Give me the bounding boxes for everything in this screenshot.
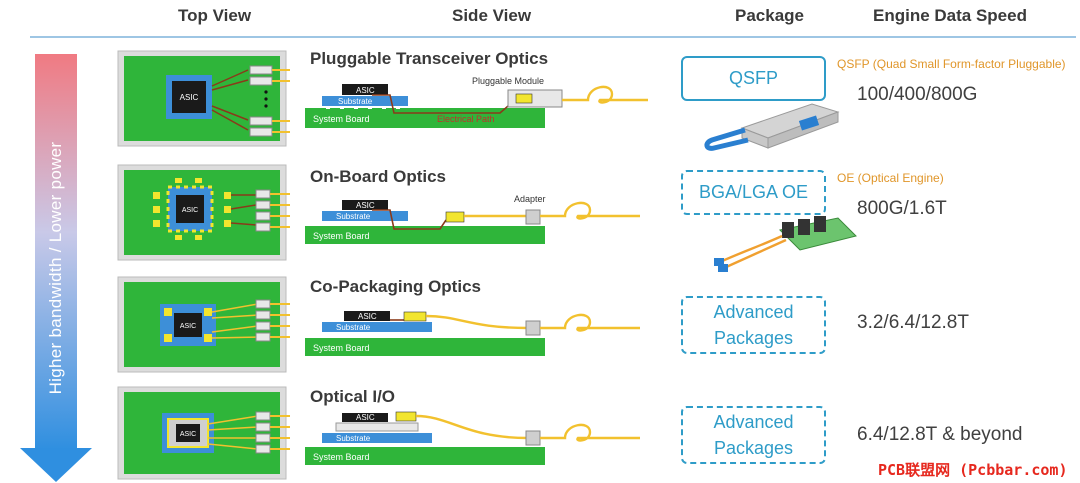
side-asic-label-3: ASIC bbox=[358, 312, 377, 321]
bandwidth-arrow-label: Higher bandwidth / Lower power bbox=[46, 141, 65, 395]
top-view-pluggable: ASIC bbox=[117, 50, 290, 147]
top-view-onboard: ASIC bbox=[117, 164, 290, 261]
header-top-view: Top View bbox=[178, 6, 252, 25]
header-side-view: Side View bbox=[452, 6, 532, 25]
package-label-advanced-1b: Packages bbox=[713, 328, 794, 348]
side-view-copackaged: System Board Substrate ASIC bbox=[305, 311, 640, 356]
speed-onboard: 800G/1.6T bbox=[857, 198, 947, 219]
side-electrical-path-label: Electrical Path bbox=[437, 114, 495, 124]
top-asic-label-4: ASIC bbox=[180, 431, 196, 438]
top-view-copackaged: ASIC bbox=[117, 276, 290, 373]
package-box-qsfp: QSFP bbox=[681, 56, 826, 101]
top-asic-label-1: ASIC bbox=[180, 93, 199, 102]
side-substrate-label-3: Substrate bbox=[336, 323, 371, 332]
side-asic-label-2: ASIC bbox=[356, 201, 375, 210]
side-board-label-1: System Board bbox=[313, 114, 370, 124]
top-asic-label-3: ASIC bbox=[180, 323, 196, 330]
side-view-pluggable: System Board Substrate ASIC Electrical P… bbox=[305, 76, 648, 128]
side-adapter-label: Adapter bbox=[514, 194, 546, 204]
side-view-optical-io: System Board Substrate ASIC bbox=[305, 411, 640, 465]
row-title-onboard: On-Board Optics bbox=[310, 167, 447, 186]
package-box-advanced-2: Advanced Packages bbox=[681, 406, 826, 464]
header-divider bbox=[30, 36, 1076, 38]
optical-engine-image bbox=[714, 216, 857, 272]
package-label-advanced-2a: Advanced bbox=[713, 411, 794, 432]
speed-optical-io: 6.4/12.8T & beyond bbox=[857, 424, 1023, 445]
speed-pluggable: 100/400/800G bbox=[857, 84, 978, 105]
package-label-advanced-1a: Advanced bbox=[713, 301, 794, 322]
package-note-qsfp: QSFP (Quad Small Form-factor Pluggable) bbox=[837, 57, 1066, 71]
row-title-copackaged: Co-Packaging Optics bbox=[310, 277, 481, 296]
side-module-label: Pluggable Module bbox=[472, 76, 544, 86]
package-label-advanced-2b: Packages bbox=[713, 438, 794, 458]
bandwidth-arrow bbox=[20, 54, 92, 482]
side-board-label-3: System Board bbox=[313, 343, 370, 353]
package-label-qsfp: QSFP bbox=[728, 68, 778, 89]
side-asic-label-1: ASIC bbox=[356, 86, 375, 95]
speed-copackaged: 3.2/6.4/12.8T bbox=[857, 312, 969, 333]
package-box-advanced-1: Advanced Packages bbox=[681, 296, 826, 354]
header-package: Package bbox=[735, 6, 804, 25]
top-view-optical-io: ASIC bbox=[117, 386, 290, 480]
row-title-optical-io: Optical I/O bbox=[310, 387, 396, 406]
side-board-label-4: System Board bbox=[313, 452, 370, 462]
side-board-label-2: System Board bbox=[313, 231, 370, 241]
header-engine-speed: Engine Data Speed bbox=[873, 6, 1027, 25]
package-box-oe: BGA/LGA OE bbox=[681, 170, 826, 215]
row-title-pluggable: Pluggable Transceiver Optics bbox=[310, 49, 549, 68]
side-asic-label-4: ASIC bbox=[356, 413, 375, 422]
side-substrate-label-1: Substrate bbox=[338, 97, 373, 106]
side-substrate-label-4: Substrate bbox=[336, 434, 371, 443]
package-note-oe: OE (Optical Engine) bbox=[837, 171, 944, 185]
top-asic-label-2: ASIC bbox=[182, 207, 198, 214]
qsfp-module-image bbox=[704, 103, 840, 151]
side-substrate-label-2: Substrate bbox=[336, 212, 371, 221]
package-label-oe: BGA/LGA OE bbox=[698, 182, 809, 203]
watermark: PCB联盟网 (Pcbbar.com) bbox=[878, 461, 1068, 479]
side-view-onboard: System Board Substrate ASIC Adapter bbox=[305, 194, 640, 244]
